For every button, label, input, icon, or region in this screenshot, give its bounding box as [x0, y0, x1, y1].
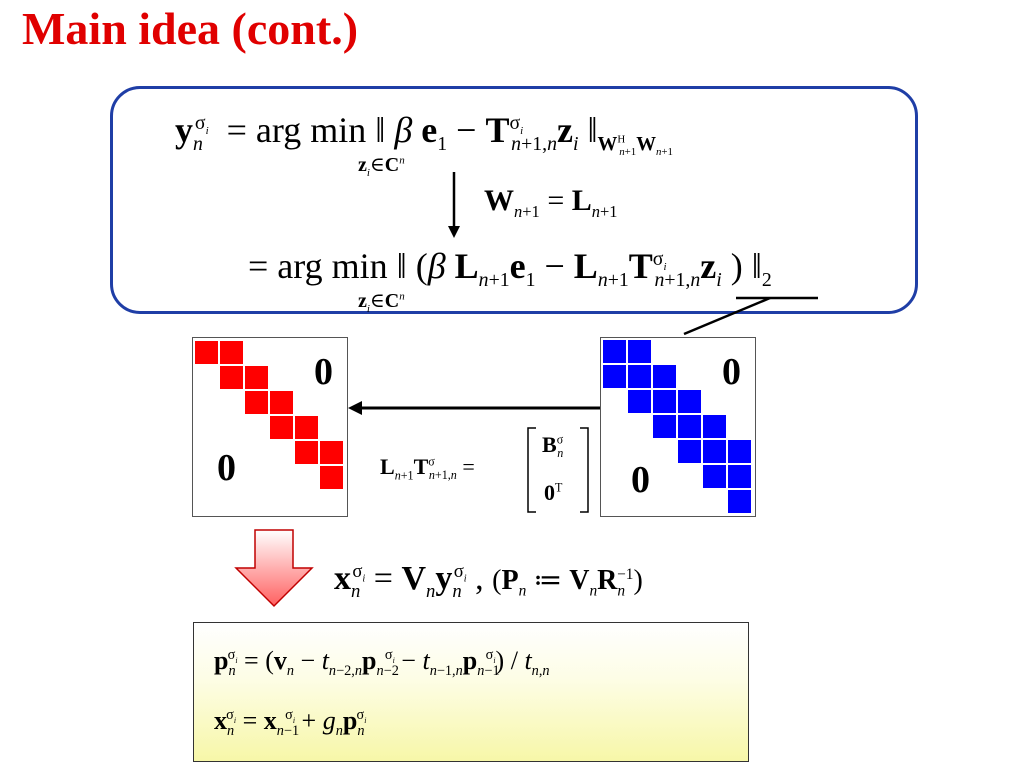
matrix-top-entry: Bσn [542, 432, 564, 461]
matrix-cell [269, 390, 294, 415]
y-symbol: y [175, 110, 193, 150]
equation-row-1: ynσi = arg min ‖ β e1 − Tσin+1,nzi ‖WHn+… [175, 110, 673, 159]
matrix-cell [652, 414, 677, 439]
equation-box [110, 86, 918, 314]
matrix-cell [652, 389, 677, 414]
matrix-cell [319, 440, 344, 465]
update-x-equation: xnσi = xn−1σi + gnpnσi [214, 706, 367, 740]
matrix-cell [602, 339, 627, 364]
matrix-cell [602, 364, 627, 389]
matrix-cell [727, 439, 752, 464]
matrix-cell [702, 464, 727, 489]
middle-equation: Ln+1Tσn+1,n = [380, 454, 475, 483]
matrix-cell [677, 389, 702, 414]
equation-row-2: = arg min ‖ (β Ln+1e1 − Ln+1Tσin+1,nzi )… [248, 246, 772, 292]
solution-equation: xnσi = Vnynσi , (Pn ≔ VnRn−1) [334, 560, 643, 602]
matrix-cell [727, 489, 752, 514]
matrix-zero-bottom: 0 [631, 459, 650, 501]
matrix-cell [194, 340, 219, 365]
matrix-cell [219, 365, 244, 390]
matrix-bottom-entry: 0T [544, 480, 563, 505]
matrix-cell [269, 415, 294, 440]
argmin-subscript-1: zi∈Cn [358, 154, 405, 179]
page-title: Main idea (cont.) [22, 3, 359, 54]
blue-matrix: 0 0 [600, 337, 756, 517]
update-formula-box [193, 622, 749, 762]
matrix-cell [702, 414, 727, 439]
matrix-cell [627, 389, 652, 414]
matrix-zero-top: 0 [722, 351, 741, 393]
matrix-cell [677, 414, 702, 439]
matrix-cell [294, 440, 319, 465]
matrix-cell [294, 415, 319, 440]
matrix-cell [244, 390, 269, 415]
matrix-zero-bottom: 0 [217, 447, 236, 489]
matrix-cell [244, 365, 269, 390]
matrix-cell [319, 465, 344, 490]
y-sub: n [193, 133, 203, 156]
update-p-equation: pnσi = (vn − tn−2,npn−2σi − tn−1,npn−1σi… [214, 646, 550, 680]
matrix-cell [219, 340, 244, 365]
y-sup: σi [194, 112, 209, 137]
matrix-cell [702, 439, 727, 464]
matrix-cell [727, 464, 752, 489]
matrix-cell [627, 364, 652, 389]
red-matrix: 0 0 [192, 337, 348, 517]
matrix-cell [652, 364, 677, 389]
matrix-cell [677, 439, 702, 464]
matrix-cell [627, 339, 652, 364]
weight-equation: Wn+1 = Ln+1 [484, 184, 618, 221]
argmin-subscript-2: zi∈Cn [358, 290, 405, 315]
matrix-zero-top: 0 [314, 351, 333, 393]
